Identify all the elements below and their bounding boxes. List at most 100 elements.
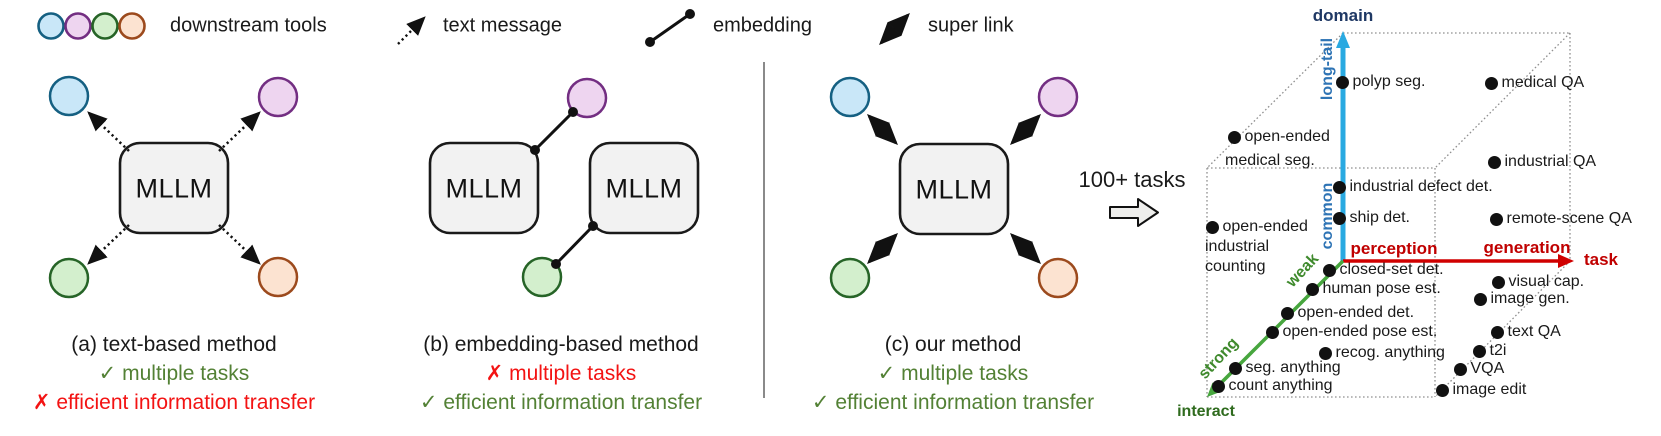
plot-point: open-ended bbox=[1227, 128, 1330, 146]
plot-point: polyp seg. bbox=[1335, 73, 1426, 91]
tool-circle-orange bbox=[1037, 257, 1079, 299]
tool-circle-purple bbox=[1037, 76, 1079, 118]
point-dot-icon bbox=[1305, 282, 1319, 296]
legend-super-link-label: super link bbox=[928, 14, 1014, 37]
point-label: medical QA bbox=[1501, 74, 1585, 91]
point-label: open-ended det. bbox=[1297, 304, 1415, 321]
plot-point: medical QA bbox=[1484, 74, 1585, 92]
panel-a-shapes bbox=[48, 75, 299, 299]
point-label: open-ended bbox=[1244, 128, 1330, 145]
panel-c-pro2: ✓ efficient information transfer bbox=[811, 391, 1095, 414]
task-axis-arrowhead bbox=[1558, 254, 1574, 268]
tool-circle-green bbox=[48, 257, 90, 299]
embedding-icon bbox=[645, 9, 695, 47]
panel-b-title: (b) embedding-based method bbox=[423, 333, 699, 356]
panel-b-pro: ✓ efficient information transfer bbox=[419, 391, 703, 414]
point-dot-icon bbox=[1472, 344, 1486, 358]
mllm-box bbox=[118, 141, 230, 235]
axis-label-generation: generation bbox=[1483, 238, 1571, 257]
point-label: recog. anything bbox=[1335, 344, 1445, 361]
tool-circle-green bbox=[91, 12, 119, 40]
point-label: visual cap. bbox=[1508, 273, 1585, 290]
super-link-icon bbox=[879, 12, 910, 46]
point-label: seg. anything bbox=[1245, 359, 1341, 376]
mllm-box bbox=[898, 142, 1010, 236]
point-label: industrial QA bbox=[1504, 153, 1597, 170]
super-link-arrow bbox=[867, 233, 898, 264]
plot-point: human pose est. bbox=[1305, 280, 1441, 298]
point-label: closed-set det. bbox=[1339, 261, 1444, 278]
text-message-icon bbox=[397, 16, 426, 45]
point-dot-icon bbox=[1435, 383, 1449, 397]
tool-circle-purple bbox=[257, 76, 299, 118]
plot-point: industrial defect det. bbox=[1332, 178, 1493, 196]
mllm-box-label: MLLM bbox=[605, 173, 683, 204]
axis-label-perception: perception bbox=[1350, 239, 1438, 258]
plot-point: text QA bbox=[1490, 323, 1561, 341]
plot-point: open-ended bbox=[1205, 218, 1308, 236]
text-message-arrow bbox=[87, 111, 130, 152]
point-dot-icon bbox=[1227, 130, 1241, 144]
plot-point: seg. anything bbox=[1228, 359, 1341, 377]
super-link-arrow bbox=[1010, 114, 1041, 145]
point-label: VQA bbox=[1470, 360, 1505, 377]
point-dot-icon bbox=[1489, 212, 1503, 226]
plot-point: open-ended det. bbox=[1280, 304, 1415, 322]
plot-cube-edges bbox=[1206, 32, 1571, 398]
axis-label-long-tail: long-tail bbox=[1319, 37, 1336, 101]
point-dot-icon bbox=[1473, 292, 1487, 306]
tool-circle-green bbox=[521, 256, 563, 298]
point-dot-icon bbox=[1205, 220, 1219, 234]
text-message-arrow bbox=[218, 111, 261, 152]
point-label: remote-scene QA bbox=[1506, 210, 1632, 227]
point-label: text QA bbox=[1507, 323, 1561, 340]
panel-b-shapes bbox=[428, 77, 700, 298]
point-dot-icon bbox=[1487, 155, 1501, 169]
tool-circle-orange bbox=[257, 256, 299, 298]
panel-c-title: (c) our method bbox=[884, 333, 1022, 356]
tool-circle-blue bbox=[48, 75, 90, 117]
mllm-box-label: MLLM bbox=[445, 173, 523, 204]
point-dot-icon bbox=[1228, 361, 1242, 375]
tool-circle-purple bbox=[64, 12, 92, 40]
axis-label-interact: interact bbox=[1177, 403, 1235, 420]
point-dot-icon bbox=[1490, 325, 1504, 339]
point-dot-icon bbox=[1484, 76, 1498, 90]
plot-point: image gen. bbox=[1473, 290, 1570, 308]
plot-point: ship det. bbox=[1332, 209, 1410, 227]
panel-a-pro: ✓ multiple tasks bbox=[98, 362, 250, 385]
plot-point: industrial QA bbox=[1487, 153, 1597, 171]
point-label: ship det. bbox=[1349, 209, 1410, 226]
point-label: t2i bbox=[1489, 342, 1507, 359]
transfer-block-arrow-icon bbox=[1109, 198, 1159, 227]
point-dot-icon bbox=[1332, 180, 1346, 194]
plot-point: open-ended pose est. bbox=[1265, 323, 1438, 341]
point-label-continuation: industrial counting bbox=[1205, 238, 1270, 275]
legend-text-message-label: text message bbox=[443, 14, 562, 37]
point-dot-icon bbox=[1265, 325, 1279, 339]
point-label: image edit bbox=[1452, 381, 1527, 398]
plot-point: recog. anything bbox=[1318, 344, 1445, 362]
plot-point: count anything bbox=[1211, 377, 1333, 395]
embedding-link bbox=[551, 221, 598, 269]
panel-b-con: ✗ multiple tasks bbox=[485, 362, 637, 385]
domain-axis-arrowhead bbox=[1336, 31, 1350, 48]
point-dot-icon bbox=[1211, 379, 1225, 393]
transfer-arrow-label: 100+ tasks bbox=[1078, 167, 1186, 192]
legend-embedding-label: embedding bbox=[713, 14, 812, 37]
point-dot-icon bbox=[1453, 362, 1467, 376]
point-label-continuation: medical seg. bbox=[1225, 152, 1315, 169]
mllm-box-label: MLLM bbox=[135, 173, 213, 204]
plot-point: visual cap. bbox=[1491, 273, 1585, 291]
text-message-arrow bbox=[87, 224, 130, 265]
point-label: polyp seg. bbox=[1352, 73, 1426, 90]
tool-circle-blue bbox=[829, 76, 871, 118]
point-dot-icon bbox=[1491, 275, 1505, 289]
point-label: image gen. bbox=[1490, 290, 1570, 307]
point-label: count anything bbox=[1228, 377, 1333, 394]
point-label: open-ended pose est. bbox=[1282, 323, 1438, 340]
tool-circle-orange bbox=[118, 12, 146, 40]
axis-label-domain: domain bbox=[1312, 6, 1374, 25]
